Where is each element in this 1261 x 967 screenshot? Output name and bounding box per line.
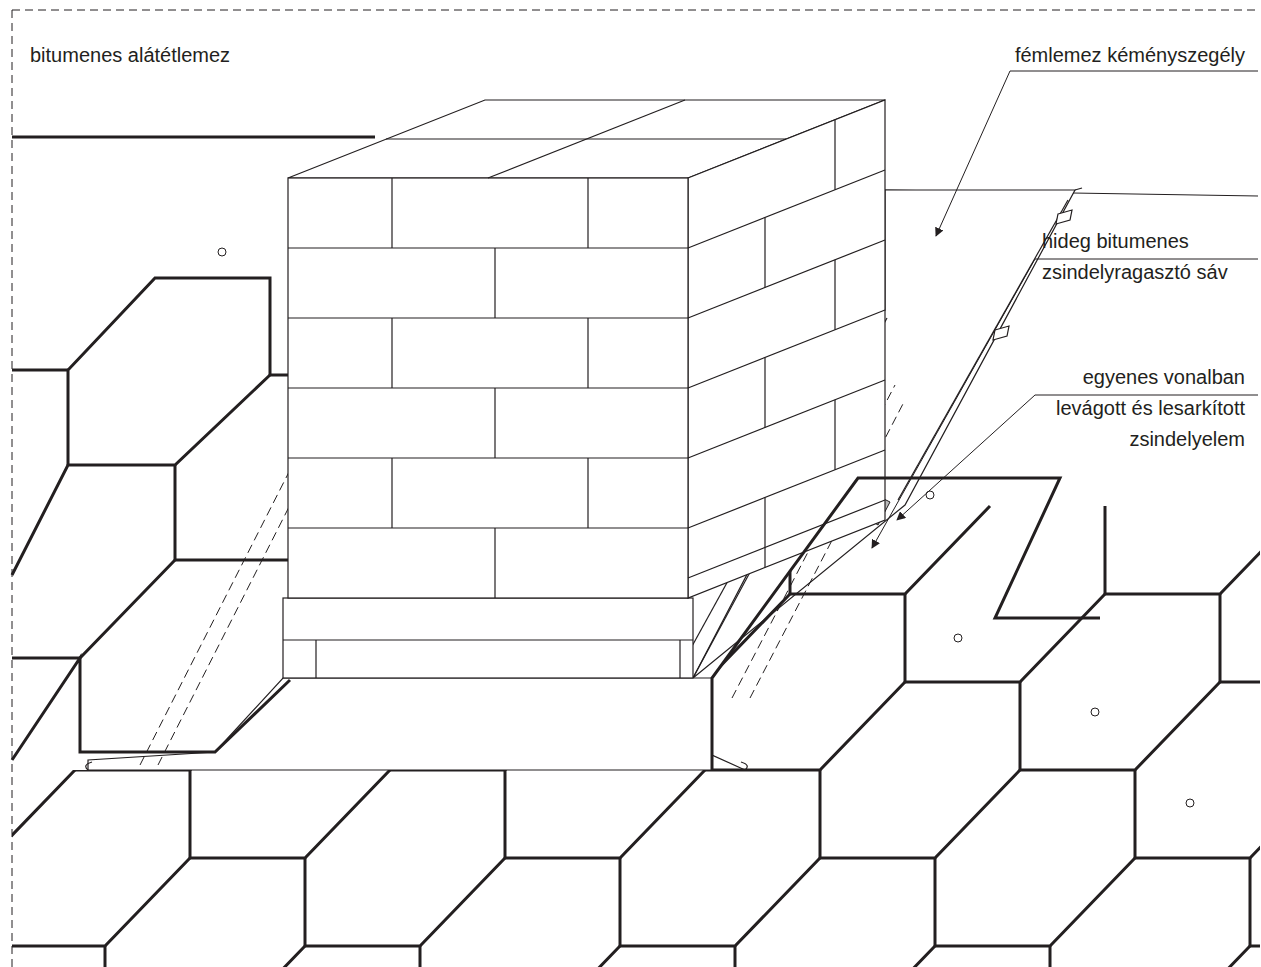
brick-joint xyxy=(587,458,588,528)
shingle-outline xyxy=(1050,946,1250,967)
shingle-pattern xyxy=(0,506,1261,967)
brick-course xyxy=(288,527,688,528)
brick-course xyxy=(288,387,688,388)
brick-joint xyxy=(834,120,835,190)
shingle-outline xyxy=(475,506,675,594)
brick-chimney xyxy=(288,100,885,598)
callout-label: bitumenes alátétlemez xyxy=(30,40,330,71)
shingle-outline xyxy=(12,278,1100,770)
brick-joint xyxy=(764,218,765,288)
brick-joint xyxy=(764,358,765,428)
shingle-outline xyxy=(620,858,820,946)
callout-label: fémlemez kéményszegély xyxy=(945,40,1245,71)
brick-course xyxy=(688,240,885,318)
shingle-outline xyxy=(275,594,475,682)
brick-course xyxy=(688,310,885,388)
shingle-outline xyxy=(505,770,705,858)
brick-joint xyxy=(834,400,835,470)
brick-joint xyxy=(494,528,495,598)
shingle-outline xyxy=(790,506,990,594)
brick-joint xyxy=(834,260,835,330)
shingle-outline xyxy=(590,594,790,682)
brick-course xyxy=(688,380,885,458)
brick-course xyxy=(688,500,885,578)
shingle-outline xyxy=(160,506,360,594)
shingle-outline xyxy=(75,682,275,770)
brick-course xyxy=(288,247,688,248)
base-apron xyxy=(86,598,748,770)
shingle-outline xyxy=(105,946,305,967)
shingle-outline xyxy=(1250,858,1261,946)
frame xyxy=(12,10,1258,967)
brick-joint xyxy=(764,498,765,568)
shingle-outline xyxy=(0,594,160,682)
shingle-outline xyxy=(390,682,590,770)
brick-joint xyxy=(494,388,495,458)
shingle-outline xyxy=(735,946,935,967)
shingle-outline xyxy=(935,858,1135,946)
callout-label: hideg bitumenes zsindelyragasztó sáv xyxy=(1042,226,1232,288)
leader-line xyxy=(872,71,1258,548)
shingle-outline xyxy=(305,858,505,946)
shingle-outline xyxy=(0,506,45,594)
shingle-outline xyxy=(1220,594,1261,682)
underlayment-edge xyxy=(12,136,375,139)
shingle-outline xyxy=(420,946,620,967)
brick-joint xyxy=(391,458,392,528)
brick-joint xyxy=(494,248,495,318)
brick-course xyxy=(688,170,885,248)
brick-course xyxy=(688,450,885,528)
shingle-outline xyxy=(190,770,390,858)
callout-label: egyenes vonalban levágott és lesarkított… xyxy=(1022,362,1245,455)
shingle-outline xyxy=(1105,506,1261,594)
shingle-outline xyxy=(905,594,1105,682)
shingle-outline xyxy=(1135,770,1261,858)
nail-hole xyxy=(218,248,1194,807)
shingle-outline xyxy=(820,770,1020,858)
brick-course xyxy=(288,317,688,318)
shingle-outline xyxy=(0,770,75,858)
shingle-outline xyxy=(0,858,190,946)
shingle-outline xyxy=(705,682,905,770)
shingle-outline xyxy=(1020,682,1220,770)
brick-joint xyxy=(587,318,588,388)
brick-course xyxy=(288,457,688,458)
brick-joint xyxy=(391,318,392,388)
